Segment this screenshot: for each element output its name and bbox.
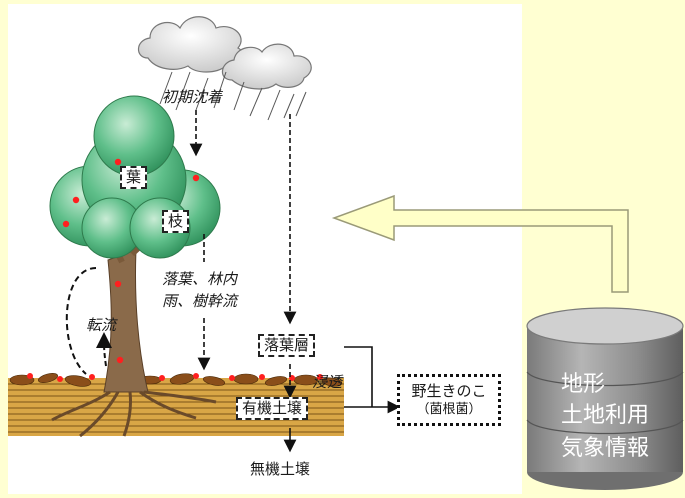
connector-litter-to-mushroom bbox=[344, 346, 373, 407]
cloud-icon bbox=[137, 16, 312, 90]
label-infiltration: 浸透 bbox=[312, 373, 343, 391]
database-label-terrain: 地形 bbox=[561, 372, 606, 397]
label-initial-deposition: 初期沈着 bbox=[162, 88, 223, 106]
label-leaf: 葉 bbox=[120, 166, 148, 189]
input-arrow bbox=[331, 194, 629, 293]
database-label-land-use: 土地利用 bbox=[561, 403, 650, 428]
label-litterfall-line2: 雨、樹幹流 bbox=[162, 292, 238, 310]
label-litterfall-line1: 落葉、林内 bbox=[162, 270, 238, 288]
label-organic-soil: 有機土壌 bbox=[236, 397, 309, 420]
label-mushroom-line2: （菌根菌） bbox=[416, 402, 482, 417]
database-cylinder bbox=[526, 307, 684, 490]
rain-lines bbox=[159, 71, 307, 121]
label-translocation: 転流 bbox=[86, 316, 117, 334]
label-litter-layer: 落葉層 bbox=[258, 334, 316, 357]
translocation-arrow bbox=[96, 332, 113, 367]
label-mushroom-line1: 野生きのこ bbox=[411, 382, 487, 400]
mushroom-box: 野生きのこ （菌根菌） bbox=[397, 374, 501, 426]
database-label-weather: 気象情報 bbox=[561, 436, 650, 461]
label-branch: 枝 bbox=[162, 210, 190, 233]
translocation-loop bbox=[65, 267, 97, 375]
label-inorganic-soil: 無機土壌 bbox=[250, 460, 311, 478]
